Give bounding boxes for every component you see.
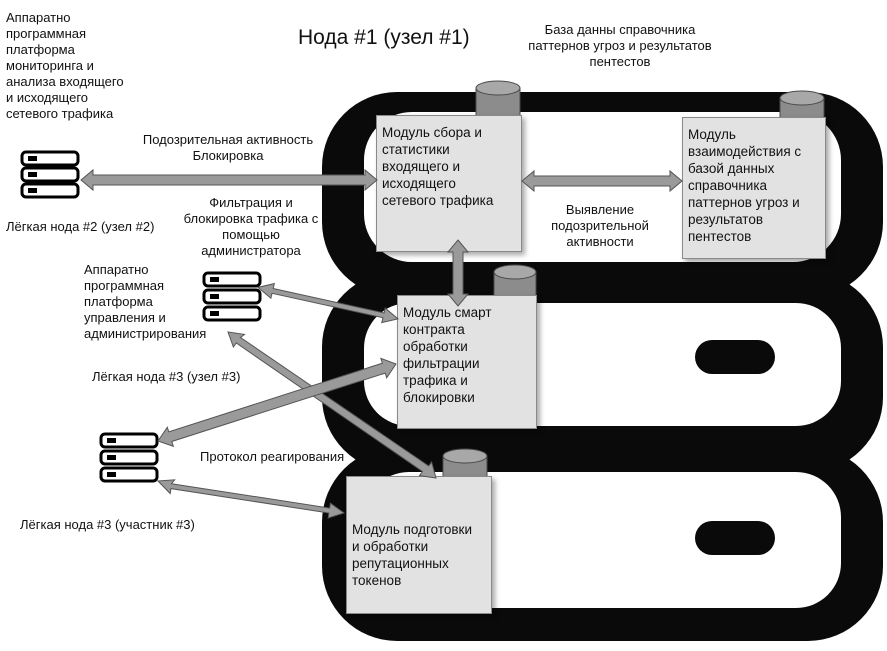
rack-indicator-bottom	[695, 521, 775, 555]
module-smart-contract: Модуль смарт контракта обработки фильтра…	[397, 295, 537, 429]
module-reputation-tokens: Модуль подготовки и обработки репутацион…	[346, 476, 492, 614]
arrow-collection-db	[521, 169, 683, 193]
arrow-light-node-2-collection	[80, 168, 378, 192]
server-icon-management-platform	[202, 271, 262, 322]
arrow-light-node-3-smart-contract	[157, 357, 397, 448]
arrow-light-node-3-reputation	[156, 479, 346, 519]
module-collection-statistics: Модуль сбора и статистики входящего и ис…	[376, 115, 522, 252]
arrow-management-smart-contract	[256, 282, 400, 324]
module-smart-contract-label: Модуль смарт контракта обработки фильтра…	[403, 305, 492, 405]
module-db-interaction: Модуль взаимодействия с базой данных спр…	[682, 117, 826, 259]
light-node-3-node-label: Лёгкая нода #3 (узел #3)	[92, 369, 241, 384]
arrow-collection-smart-contract	[446, 239, 470, 307]
suspicious-blocking-label: Подозрительная активность Блокировка	[142, 132, 314, 163]
response-protocol-label: Протокол реагирования	[200, 449, 345, 464]
diagram-title: Нода #1 (узел #1)	[298, 26, 470, 49]
module-reputation-tokens-label: Модуль подготовки и обработки репутацион…	[352, 522, 472, 588]
server-icon-light-node-3	[99, 432, 159, 483]
rack-indicator-middle	[695, 340, 775, 374]
filtering-label: Фильтрация и блокировка трафика с помощь…	[183, 195, 319, 258]
server-icon-light-node-2	[20, 150, 80, 199]
management-platform-label: Аппаратно программная платформа управлен…	[84, 262, 207, 341]
database-label: База данны справочника паттернов угроз и…	[528, 22, 712, 69]
light-node-2-label: Лёгкая нода #2 (узел #2)	[6, 219, 155, 234]
monitoring-platform-label: Аппаратно программная платформа монитори…	[6, 10, 124, 121]
light-node-3-participant-label: Лёгкая нода #3 (участник #3)	[20, 517, 195, 532]
module-db-interaction-label: Модуль взаимодействия с базой данных спр…	[688, 127, 802, 244]
detection-label: Выявление подозрительной активности	[551, 202, 649, 249]
arrow-management-reputation	[227, 331, 437, 479]
module-collection-statistics-label: Модуль сбора и статистики входящего и ис…	[382, 125, 494, 208]
